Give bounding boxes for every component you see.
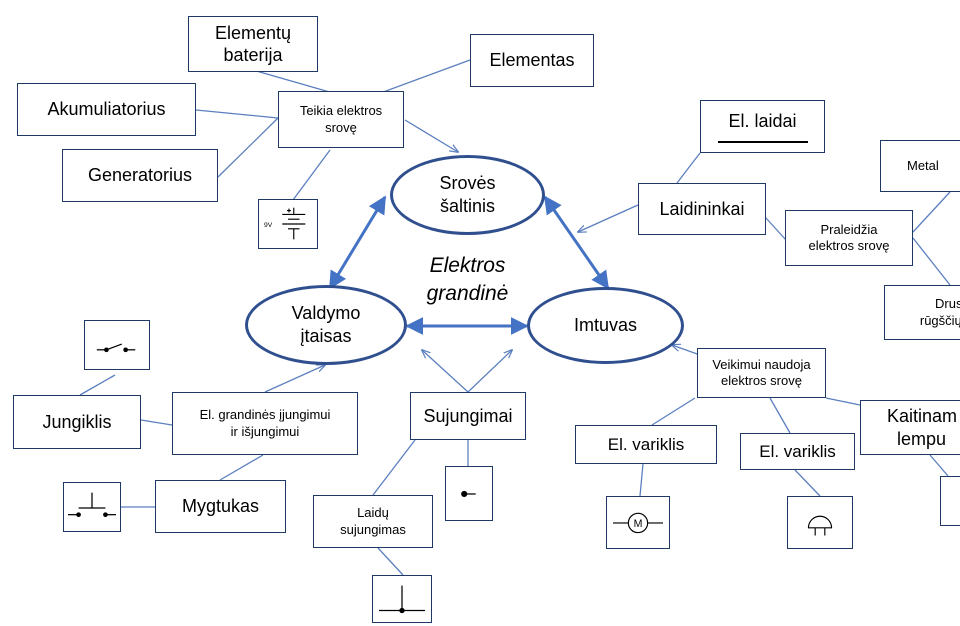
conductors-label: Laidininkai bbox=[659, 198, 745, 219]
arrow-source-receiver bbox=[543, 195, 610, 290]
conducts-line2: elektros srovę bbox=[808, 238, 890, 253]
control-line1: Valdymo bbox=[291, 302, 361, 323]
battery-cells-line2: baterija bbox=[223, 45, 283, 65]
heating-line1: Kaitinam bbox=[887, 406, 958, 426]
motor-box-2: El. variklis bbox=[740, 433, 855, 470]
terminal-symbol-box bbox=[445, 466, 493, 521]
cell-box: Elementas bbox=[470, 34, 594, 87]
control-device-node: Valdymo įtaisas bbox=[245, 285, 407, 365]
button-box: Mygtukas bbox=[155, 480, 286, 533]
wire-junction-icon bbox=[379, 585, 425, 614]
button-label: Mygtukas bbox=[181, 496, 260, 517]
receiver-label: Imtuvas bbox=[573, 314, 638, 335]
title-line2: grandinė bbox=[426, 282, 509, 306]
motor-icon: M bbox=[612, 512, 664, 534]
bell-icon bbox=[807, 515, 833, 536]
accumulator-label: Akumuliatorius bbox=[47, 99, 166, 120]
accumulator-box: Akumuliatorius bbox=[17, 83, 196, 136]
source-line2: šaltinis bbox=[439, 196, 496, 216]
connections-label: Sujungimai bbox=[423, 405, 513, 426]
motor-symbol-box: M bbox=[606, 496, 670, 549]
salts-line2: rūgščių t bbox=[919, 312, 960, 328]
battery-icon: 9V bbox=[264, 207, 306, 240]
current-source-node: Srovės šaltinis bbox=[390, 155, 545, 235]
receiver-node: Imtuvas bbox=[527, 287, 684, 364]
motor-box-1: El. variklis bbox=[575, 425, 717, 464]
connections-box: Sujungimai bbox=[410, 392, 526, 440]
salts-line1: Drusk bbox=[935, 296, 960, 312]
battery-symbol-box: 9V bbox=[258, 199, 318, 249]
terminal-icon bbox=[461, 490, 476, 498]
battery-cells-line1: Elementų bbox=[214, 22, 292, 43]
bell-symbol-box bbox=[787, 496, 853, 549]
switch-symbol-box bbox=[84, 320, 150, 370]
generator-label: Generatorius bbox=[87, 165, 193, 186]
purpose-line1: El. grandinės įjungimui bbox=[199, 407, 331, 423]
diagram-title: Elektros grandinė bbox=[405, 252, 530, 309]
wires-label: El. laidai bbox=[728, 111, 797, 132]
wire-joint-line1: Laidų bbox=[357, 505, 389, 521]
uses-line2: elektros srovę bbox=[721, 373, 802, 388]
switch-box: Jungiklis bbox=[13, 395, 141, 449]
generator-box: Generatorius bbox=[62, 149, 218, 202]
junction-symbol-box bbox=[372, 575, 432, 623]
wire-joint-line2: sujungimas bbox=[340, 521, 406, 537]
lamp-symbol-box bbox=[940, 476, 960, 526]
provides-line2: srovę bbox=[325, 119, 357, 135]
switch-label: Jungiklis bbox=[42, 411, 112, 432]
battery-symbol-label: 9V bbox=[264, 222, 273, 229]
wires-box: El. laidai bbox=[700, 100, 825, 153]
provides-line1: Teikia elektros bbox=[299, 103, 383, 119]
heating-line2: lempu bbox=[897, 428, 947, 449]
title-line1: Elektros bbox=[429, 254, 506, 277]
salts-acids-box: Druskrūgščių t bbox=[884, 285, 960, 340]
motor-symbol-label: M bbox=[634, 518, 643, 530]
switch-icon bbox=[96, 343, 136, 353]
conductors-box: Laidininkai bbox=[638, 183, 766, 235]
source-line1: Srovės bbox=[439, 172, 496, 193]
cell-label: Elementas bbox=[489, 50, 575, 71]
purpose-line2: ir išjungimui bbox=[230, 423, 300, 439]
metals-box: Metal bbox=[880, 140, 960, 192]
metals-label: Metal bbox=[907, 157, 939, 173]
conducts-line1: Praleidžia bbox=[820, 221, 878, 237]
wire-line-icon bbox=[717, 140, 808, 143]
motor2-label: El. variklis bbox=[759, 441, 836, 461]
arrow-source-control bbox=[328, 195, 387, 290]
motor1-label: El. variklis bbox=[607, 434, 685, 454]
button-symbol-box bbox=[63, 482, 121, 532]
uses-line1: Veikimui naudoja bbox=[712, 356, 811, 372]
push-button-icon bbox=[68, 492, 116, 518]
control-line2: įtaisas bbox=[300, 326, 352, 346]
